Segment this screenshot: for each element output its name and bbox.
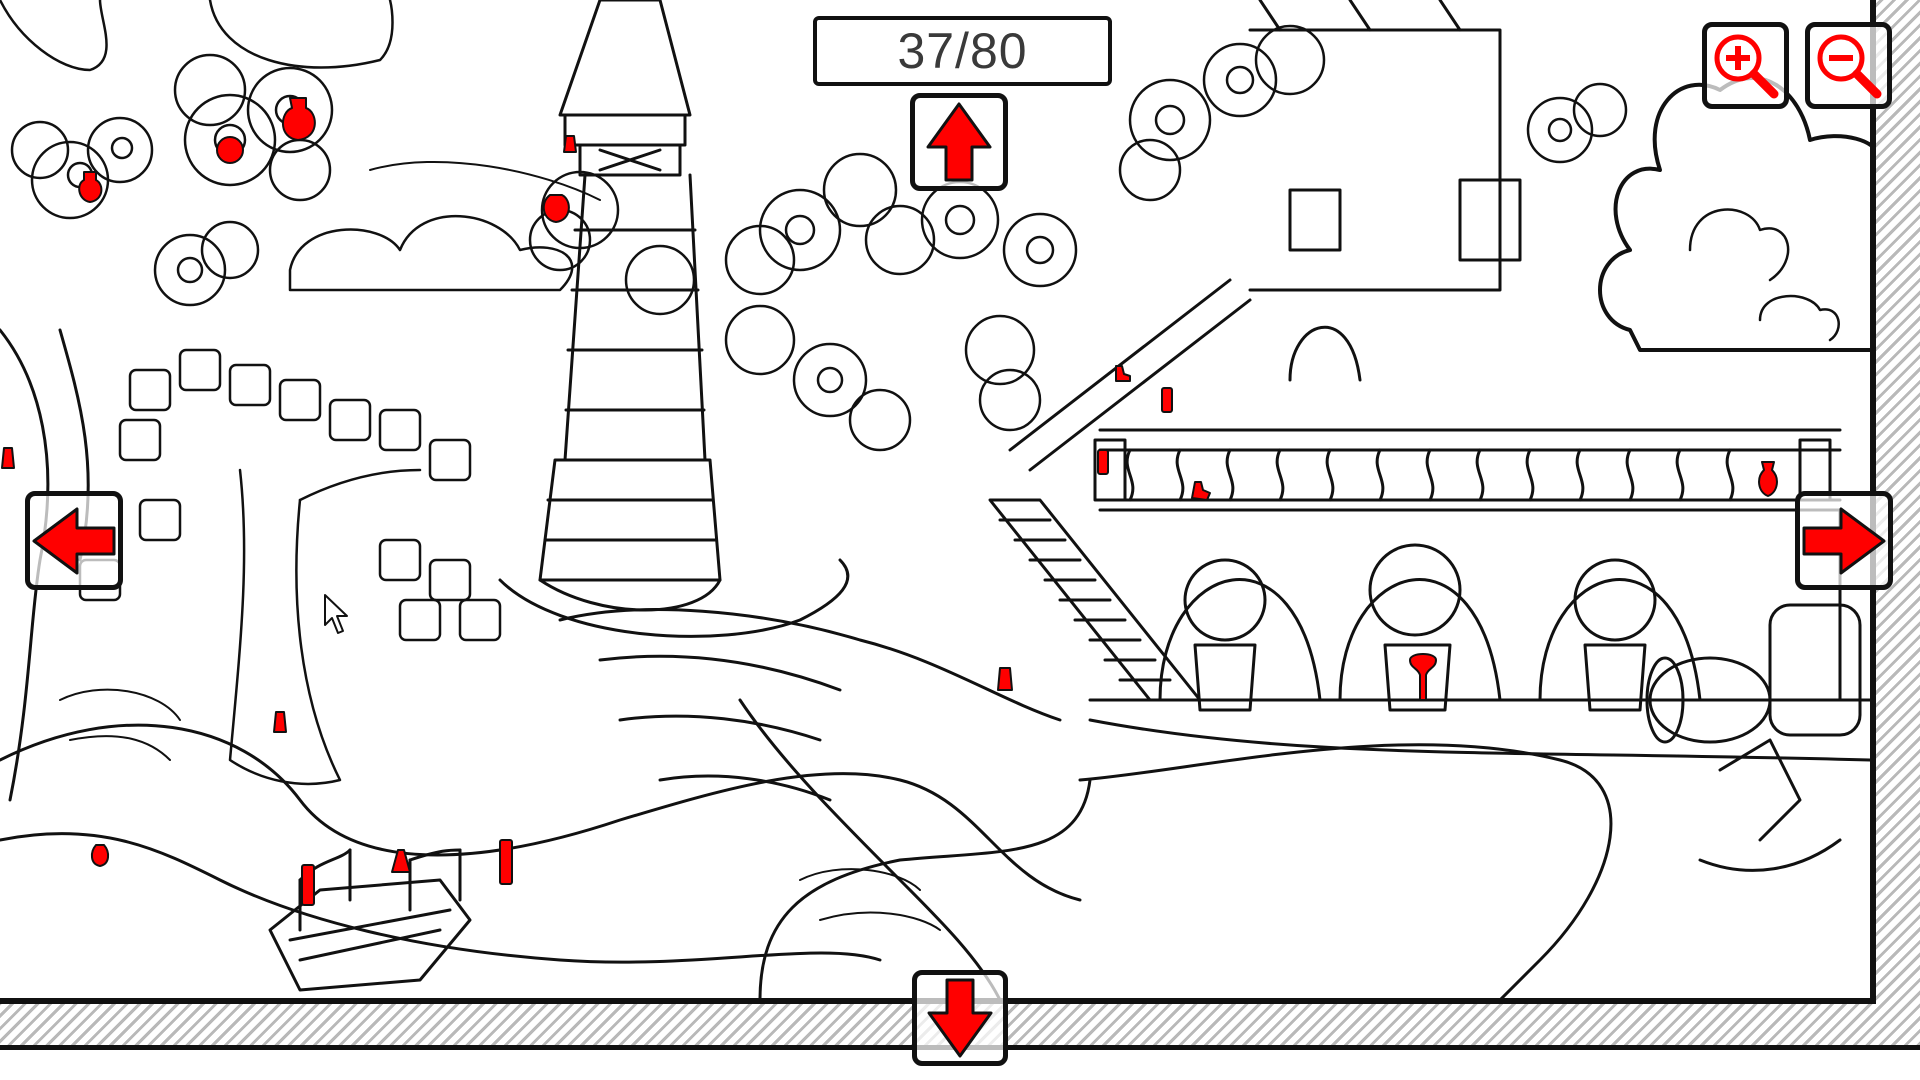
arrow-down-icon xyxy=(927,978,993,1058)
arrow-right-icon xyxy=(1802,507,1886,574)
found-item-potion xyxy=(282,97,316,141)
zoom-out-icon xyxy=(1817,34,1881,98)
found-item-potion xyxy=(1,447,15,469)
arrow-up-icon xyxy=(926,102,992,182)
progress-counter: 37/80 xyxy=(813,16,1112,86)
found-item-potion xyxy=(563,135,577,153)
scroll-up-button[interactable] xyxy=(910,93,1008,191)
found-item-post xyxy=(499,839,513,885)
found-item-vase xyxy=(1758,461,1778,497)
mouse-cursor-icon xyxy=(324,594,348,634)
zoom-in-button[interactable] xyxy=(1702,22,1789,109)
found-item-bottle xyxy=(1161,387,1173,413)
scene-artwork[interactable] xyxy=(0,0,1876,1004)
zoom-in-icon xyxy=(1714,34,1778,98)
found-item-potion xyxy=(391,849,411,873)
arrow-left-icon xyxy=(32,507,116,574)
found-item-bottle xyxy=(273,711,287,733)
found-item-bottle xyxy=(1097,449,1109,475)
scroll-right-button[interactable] xyxy=(1795,491,1893,590)
scroll-left-button[interactable] xyxy=(25,491,123,590)
zoom-out-button[interactable] xyxy=(1805,22,1892,109)
found-item-post xyxy=(301,864,315,906)
progress-counter-text: 37/80 xyxy=(897,23,1028,79)
found-item-boot xyxy=(1115,365,1131,382)
found-item-potion xyxy=(997,667,1013,691)
found-item-potion xyxy=(542,194,570,223)
found-item-potion xyxy=(216,136,244,164)
found-item-drip xyxy=(1409,653,1437,701)
found-item-boot xyxy=(1191,481,1211,501)
found-item-potion xyxy=(78,171,103,203)
scroll-down-button[interactable] xyxy=(912,970,1008,1066)
found-item-potion xyxy=(90,844,110,867)
